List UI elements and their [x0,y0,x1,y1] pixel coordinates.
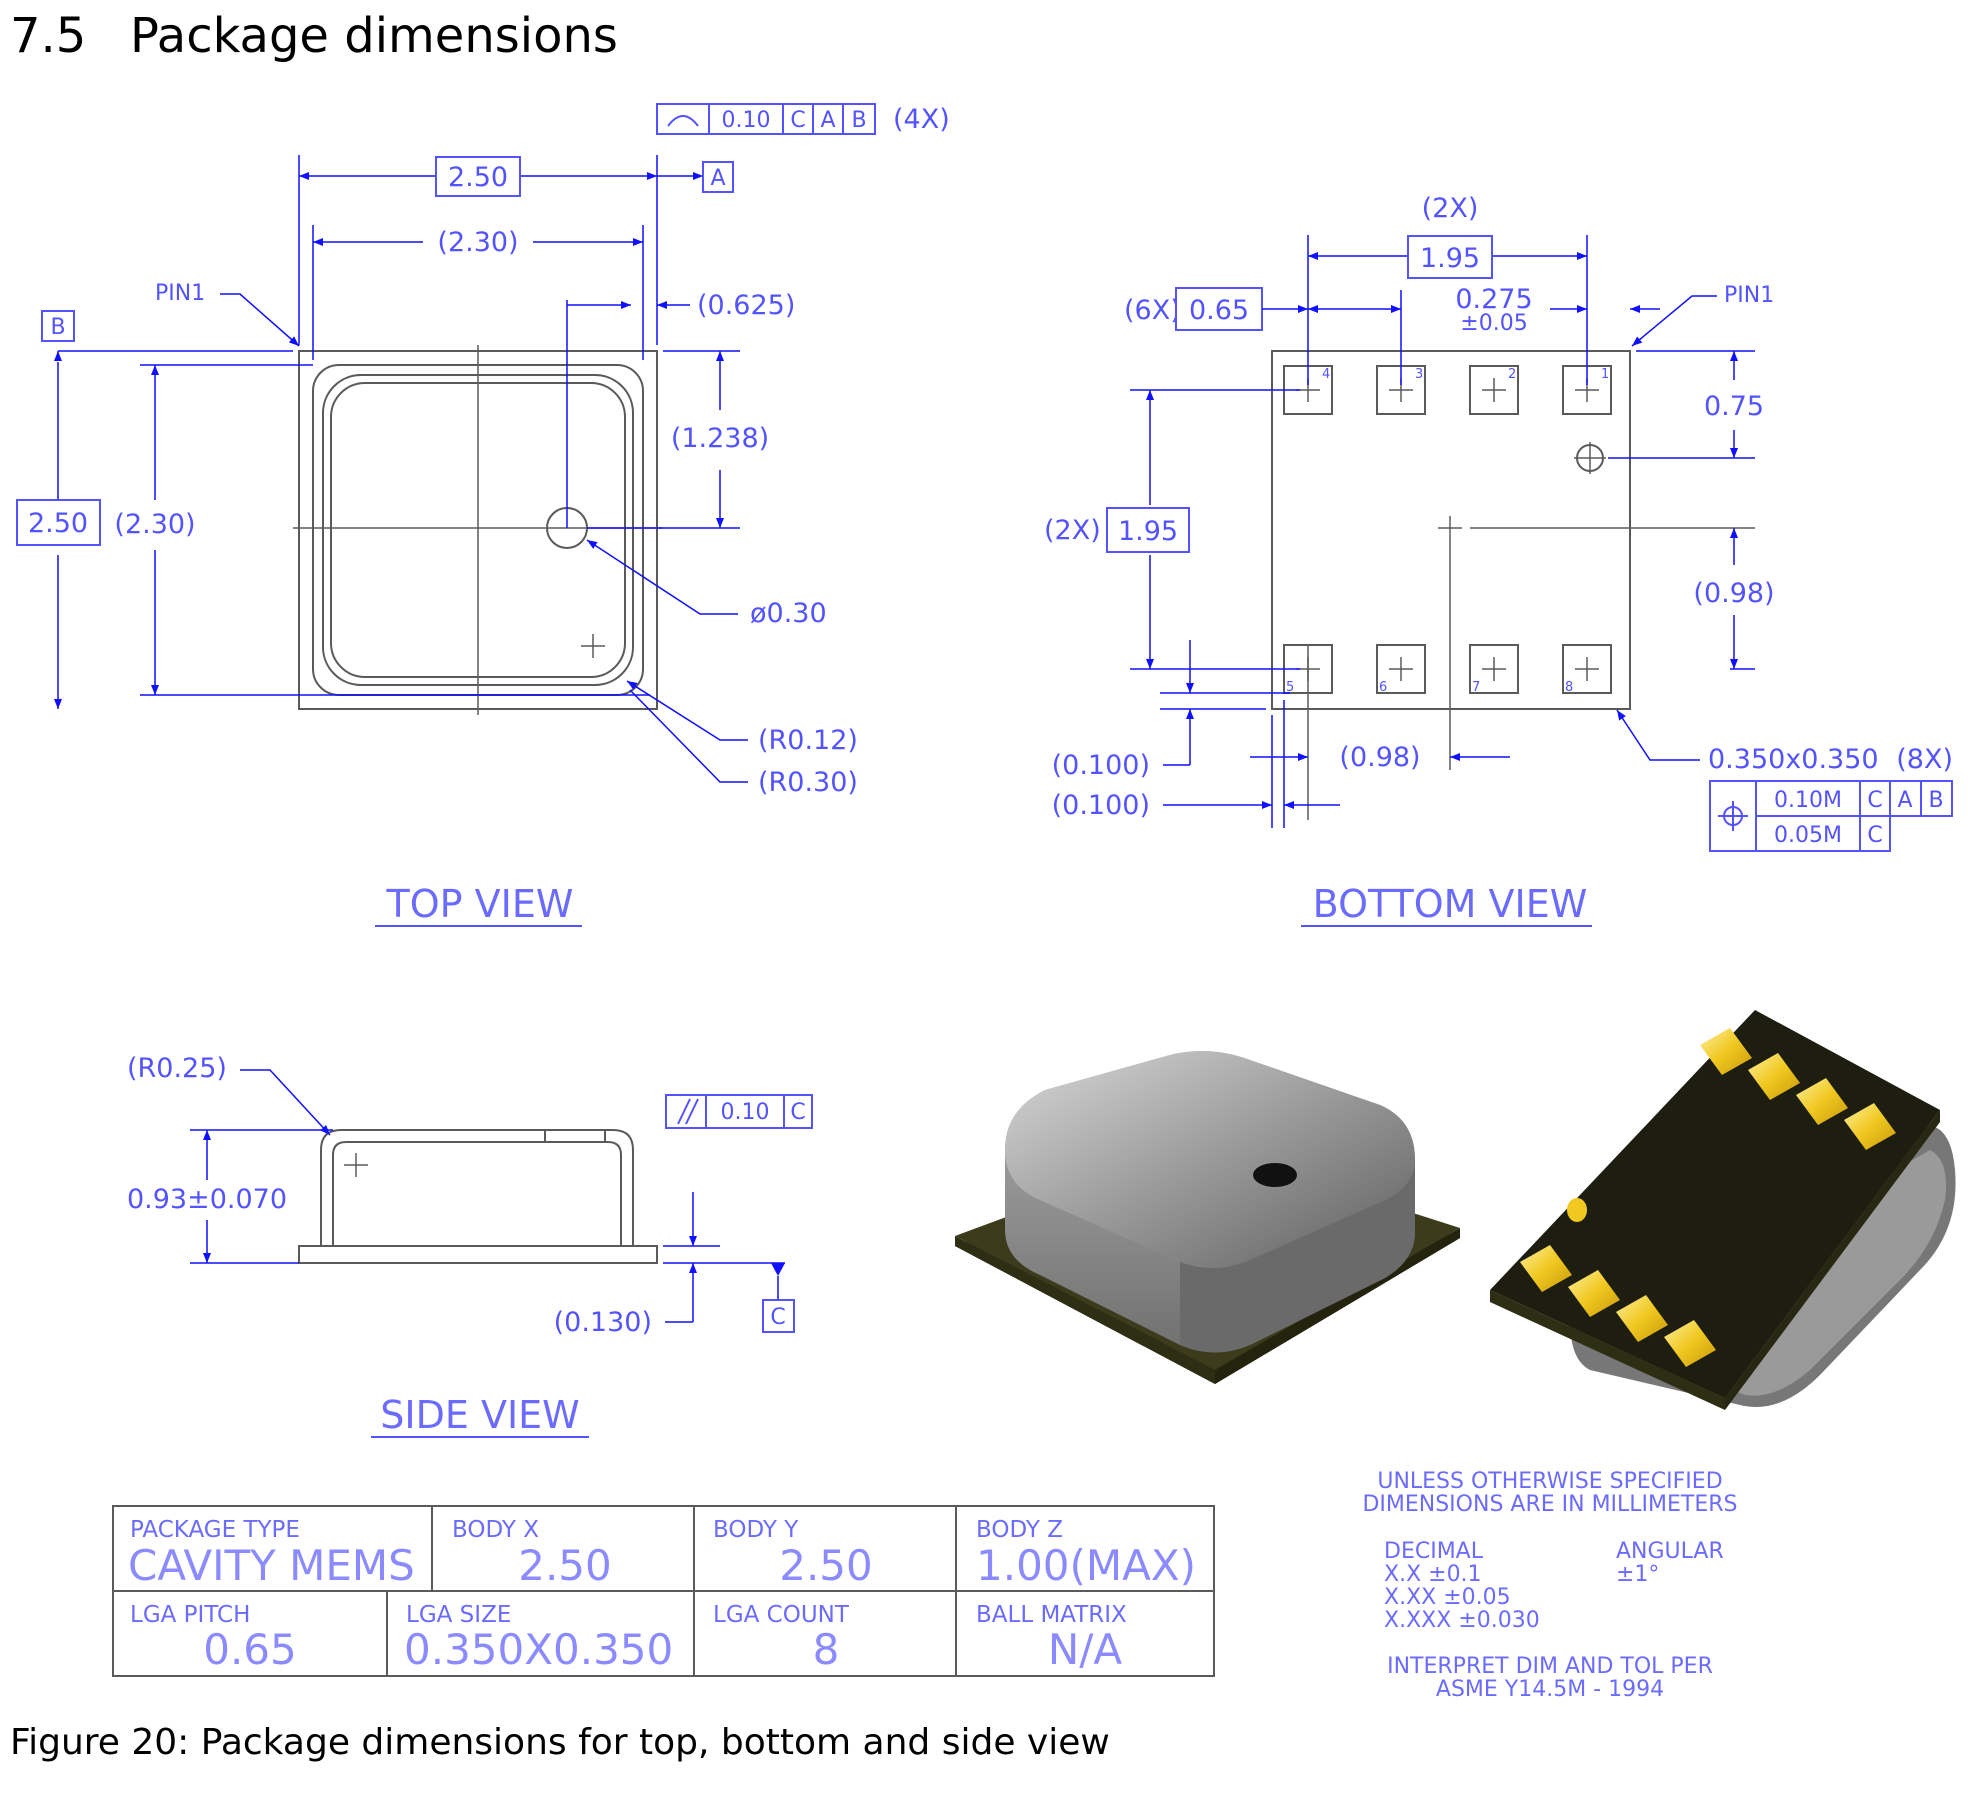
note-interpret-2: ASME Y14.5M - 1994 [1436,1677,1664,1702]
bottom-pin-3: 3 [1415,367,1423,382]
bottom-frame-datum-b: B [1928,788,1943,813]
side-radius: (R0.25) [127,1053,227,1084]
tb-lga-pitch-label: LGA PITCH [130,1602,250,1628]
tb-lga-size-label: LGA SIZE [406,1602,511,1628]
tb-body-z-value: 1.00(MAX) [976,1541,1196,1590]
bottom-edge-x: (0.100) [1052,790,1150,821]
top-tol-count: (4X) [893,104,950,135]
top-hole-offset-x: (0.625) [697,290,795,321]
tb-ball-matrix-label: BALL MATRIX [976,1602,1127,1628]
bottom-frame-tol2: 0.05M [1774,823,1842,848]
figure-caption: Figure 20: Package dimensions for top, b… [10,1722,1110,1763]
tb-body-y-label: BODY Y [713,1517,799,1543]
note-decimal-1: X.X ±0.1 [1384,1562,1482,1587]
tb-lga-count-value: 8 [813,1625,840,1674]
bottom-frame-datum-c2: C [1867,823,1882,848]
section-title: Package dimensions [130,8,618,64]
top-hole-diameter: ø0.30 [750,598,827,629]
top-hole-offset-y: (1.238) [671,423,769,454]
package-3d-top [955,1051,1460,1384]
tb-lga-pitch-value: 0.65 [203,1625,297,1674]
bottom-pin-2: 2 [1508,367,1516,382]
tb-body-x-value: 2.50 [518,1541,612,1590]
bottom-pin-6: 6 [1379,680,1387,695]
side-parallel-tol: 0.10 [721,1100,770,1125]
note-interpret-1: INTERPRET DIM AND TOL PER [1387,1654,1713,1679]
bottom-pin-7: 7 [1472,680,1480,695]
bottom-pad-offset: 0.275 [1455,284,1532,315]
datum-c: C [770,1305,785,1330]
bottom-frame-datum-c1: C [1867,788,1882,813]
tb-body-z-label: BODY Z [976,1517,1063,1543]
bottom-view: 4 3 2 1 5 6 7 8 (2X) 1.95 (6X) 0.65 [1044,193,1953,927]
side-view: (R0.25) 0.10 C 0.93±0.070 (0.130) [127,1053,813,1438]
datum-a: A [710,166,725,191]
side-view-label: SIDE VIEW [380,1393,579,1437]
tb-body-y-value: 2.50 [779,1541,873,1590]
bottom-view-label: BOTTOM VIEW [1313,882,1588,926]
bottom-span-y: 1.95 [1118,516,1178,547]
bottom-count-6x: (6X) [1124,295,1181,326]
side-substrate: (0.130) [554,1307,652,1338]
bottom-pad-offset-tol: ±0.05 [1460,311,1527,336]
tb-ball-matrix-value: N/A [1048,1625,1123,1674]
note-line2: DIMENSIONS ARE IN MILLIMETERS [1362,1492,1737,1517]
top-view-label: TOP VIEW [386,882,574,926]
note-decimal-2: X.XX ±0.05 [1384,1585,1511,1610]
bottom-pin-8: 8 [1565,680,1573,695]
bottom-hole-y: 0.75 [1704,391,1764,422]
bottom-frame-tol1: 0.10M [1774,788,1842,813]
top-radius-inner: (R0.12) [758,725,858,756]
section-number: 7.5 [10,8,87,64]
top-tol-datum-c: C [790,108,805,133]
note-angular-header: ANGULAR [1616,1539,1724,1564]
top-tol-value: 0.10 [722,108,771,133]
bottom-frame-datum-a: A [1897,788,1912,813]
note-decimal-header: DECIMAL [1384,1539,1484,1564]
tb-lga-size-value: 0.350X0.350 [404,1625,673,1674]
bottom-pin-5: 5 [1286,680,1294,695]
section-heading: 7.5 Package dimensions [10,8,618,64]
top-inner-width: (2.30) [437,227,518,258]
tb-lga-count-label: LGA COUNT [713,1602,850,1628]
top-view: 0.10 C A B (4X) 2.50 A (2.30) (0.625) [16,103,950,927]
note-decimal-3: X.XXX ±0.030 [1384,1608,1540,1633]
tb-package-type-value: CAVITY MEMS [128,1541,415,1590]
title-block: PACKAGE TYPE CAVITY MEMS BODY X 2.50 BOD… [112,1505,1215,1677]
top-radius-outer: (R0.30) [758,767,858,798]
bottom-pin1-label: PIN1 [1724,283,1774,308]
tb-body-x-label: BODY X [452,1517,539,1543]
bottom-pin-4: 4 [1322,367,1330,382]
bottom-edge-y: (0.100) [1052,750,1150,781]
bottom-span-x: 1.95 [1420,243,1480,274]
bottom-count-2x-top: (2X) [1422,193,1479,224]
top-width: 2.50 [448,162,508,193]
bottom-center-x: (0.98) [1339,742,1420,773]
bottom-pad-size: 0.350x0.350 [1708,744,1879,775]
bottom-center-y: (0.98) [1693,578,1774,609]
note-angular-1: ±1° [1616,1562,1659,1587]
top-tol-datum-a: A [820,108,835,133]
side-height: 0.93±0.070 [127,1184,287,1215]
note-line1: UNLESS OTHERWISE SPECIFIED [1377,1469,1722,1494]
top-height: 2.50 [28,508,88,539]
package-3d-bottom [1490,1010,1956,1410]
top-inner-height: (2.30) [114,509,195,540]
datum-b: B [50,315,65,340]
bottom-pad-count: (8X) [1896,744,1953,775]
tolerance-notes: UNLESS OTHERWISE SPECIFIED DIMENSIONS AR… [1362,1469,1737,1702]
tb-package-type-label: PACKAGE TYPE [130,1517,300,1543]
bottom-pin-1: 1 [1601,367,1609,382]
top-tol-datum-b: B [851,108,866,133]
top-pin1-label: PIN1 [155,281,205,306]
side-parallel-datum: C [790,1100,805,1125]
bottom-pitch: 0.65 [1189,295,1249,326]
bottom-count-2x-left: (2X) [1044,515,1101,546]
